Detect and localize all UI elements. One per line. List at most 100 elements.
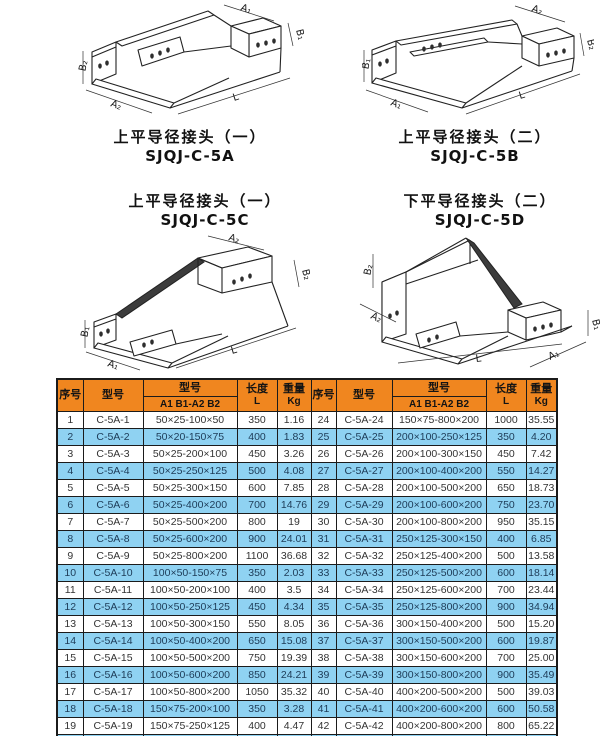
cell-right-seq-row15: 38: [310, 649, 337, 667]
cell-right-length-row12: 900: [485, 598, 527, 616]
cell-right-model-row18: C-5A-41: [335, 700, 393, 718]
cell-left-model-row8: C-5A-8: [82, 530, 144, 548]
cell-right-length-row14: 600: [485, 632, 527, 650]
cell-left-model-row17: C-5A-17: [82, 683, 144, 701]
cell-right-model-row13: C-5A-36: [335, 615, 393, 633]
cell-right-spec-row15: 300×150-600×200: [391, 649, 487, 667]
cell-right-spec-row17: 400×200-500×200: [391, 683, 487, 701]
cell-right-seq-row17: 40: [310, 683, 337, 701]
cell-left-seq-row7: 7: [56, 513, 84, 531]
cell-right-weight-row4: 14.27: [525, 462, 558, 480]
cell-right-spec-row10: 250×125-500×200: [391, 564, 487, 582]
caption-5b-model: SJQJ-C-5B: [430, 147, 520, 165]
cell-right-seq-row10: 33: [310, 564, 337, 582]
dim-label-a2: A₂: [109, 99, 123, 113]
isometric-drawing-5c: A₂ B₂ B₁ A₁ L: [80, 232, 312, 372]
cell-right-length-row17: 500: [485, 683, 527, 701]
cell-left-spec-row11: 100×50-200×100: [142, 581, 238, 599]
cell-right-model-row3: C-5A-26: [335, 445, 393, 463]
cell-right-seq-row2: 25: [310, 428, 337, 446]
cell-left-weight-row10: 2.03: [276, 564, 312, 582]
header-spec-sub-right: A1 B1-A2 B2: [391, 396, 487, 412]
cell-right-model-row8: C-5A-31: [335, 530, 393, 548]
cell-left-seq-row18: 18: [56, 700, 84, 718]
cell-left-length-row8: 900: [236, 530, 278, 548]
cell-left-spec-row1: 50×25-100×50: [142, 411, 238, 429]
cell-right-weight-row7: 35.15: [525, 513, 558, 531]
cell-left-weight-row12: 4.34: [276, 598, 312, 616]
cell-left-weight-row2: 1.83: [276, 428, 312, 446]
cell-left-seq-row1: 1: [56, 411, 84, 429]
cell-right-model-row4: C-5A-27: [335, 462, 393, 480]
dim-label-a2: A₂: [530, 3, 544, 17]
cell-left-model-row12: C-5A-12: [82, 598, 144, 616]
cell-left-length-row14: 650: [236, 632, 278, 650]
header-spec-sub-left: A1 B1-A2 B2: [142, 396, 238, 412]
cell-left-length-row13: 550: [236, 615, 278, 633]
cell-left-spec-row5: 50×25-300×150: [142, 479, 238, 497]
cell-left-length-row1: 350: [236, 411, 278, 429]
isometric-drawing-5d: B₂ A₂ L A₁ B₁: [359, 237, 602, 368]
cell-right-length-row10: 600: [485, 564, 527, 582]
cell-right-model-row10: C-5A-33: [335, 564, 393, 582]
cell-right-length-row6: 750: [485, 496, 527, 514]
header-model-right: 型号: [335, 378, 393, 412]
cell-right-weight-row16: 35.49: [525, 666, 558, 684]
cell-right-weight-row2: 4.20: [525, 428, 558, 446]
cell-right-weight-row17: 39.03: [525, 683, 558, 701]
cell-left-model-row13: C-5A-13: [82, 615, 144, 633]
cell-left-seq-row2: 2: [56, 428, 84, 446]
cell-left-model-row15: C-5A-15: [82, 649, 144, 667]
cell-right-model-row6: C-5A-29: [335, 496, 393, 514]
cell-right-spec-row2: 200×100-250×125: [391, 428, 487, 446]
cell-left-weight-row6: 14.76: [276, 496, 312, 514]
cell-left-spec-row18: 150×75-200×100: [142, 700, 238, 718]
cell-right-length-row3: 450: [485, 445, 527, 463]
cell-left-weight-row17: 35.32: [276, 683, 312, 701]
dim-label-a1: A₁: [547, 348, 561, 362]
cell-left-spec-row12: 100×50-250×125: [142, 598, 238, 616]
cell-right-weight-row3: 7.42: [525, 445, 558, 463]
header-model-left: 型号: [82, 378, 144, 412]
cell-left-seq-row15: 15: [56, 649, 84, 667]
cell-left-seq-row6: 6: [56, 496, 84, 514]
cell-right-seq-row12: 35: [310, 598, 337, 616]
cell-right-spec-row14: 300×150-500×200: [391, 632, 487, 650]
cell-right-seq-row9: 32: [310, 547, 337, 565]
cell-left-weight-row15: 19.39: [276, 649, 312, 667]
cell-right-model-row2: C-5A-25: [335, 428, 393, 446]
cell-left-seq-row14: 14: [56, 632, 84, 650]
cell-right-model-row14: C-5A-37: [335, 632, 393, 650]
cell-right-length-row13: 500: [485, 615, 527, 633]
cell-right-seq-row8: 31: [310, 530, 337, 548]
reducer-drawing-5c: A₂ B₂ B₁ A₁ L: [80, 230, 330, 372]
dim-label-l: L: [518, 90, 527, 102]
cell-right-weight-row8: 6.85: [525, 530, 558, 548]
cell-right-seq-row14: 37: [310, 632, 337, 650]
cell-left-seq-row10: 10: [56, 564, 84, 582]
dim-label-b1: B₁: [589, 318, 602, 331]
dim-label-b2: B₂: [362, 263, 375, 276]
cell-left-weight-row5: 7.85: [276, 479, 312, 497]
cell-left-length-row3: 450: [236, 445, 278, 463]
cell-left-length-row2: 400: [236, 428, 278, 446]
cell-left-model-row3: C-5A-3: [82, 445, 144, 463]
cell-left-length-row7: 800: [236, 513, 278, 531]
cell-left-seq-row9: 9: [56, 547, 84, 565]
cell-right-length-row16: 900: [485, 666, 527, 684]
cell-left-weight-row4: 4.08: [276, 462, 312, 480]
header-spec-right: 型号: [391, 378, 487, 397]
cell-right-weight-row13: 15.20: [525, 615, 558, 633]
cell-left-seq-row16: 16: [56, 666, 84, 684]
cell-right-length-row7: 950: [485, 513, 527, 531]
caption-5a: 上平导径接头（一） SJQJ-C-5A: [70, 128, 310, 166]
